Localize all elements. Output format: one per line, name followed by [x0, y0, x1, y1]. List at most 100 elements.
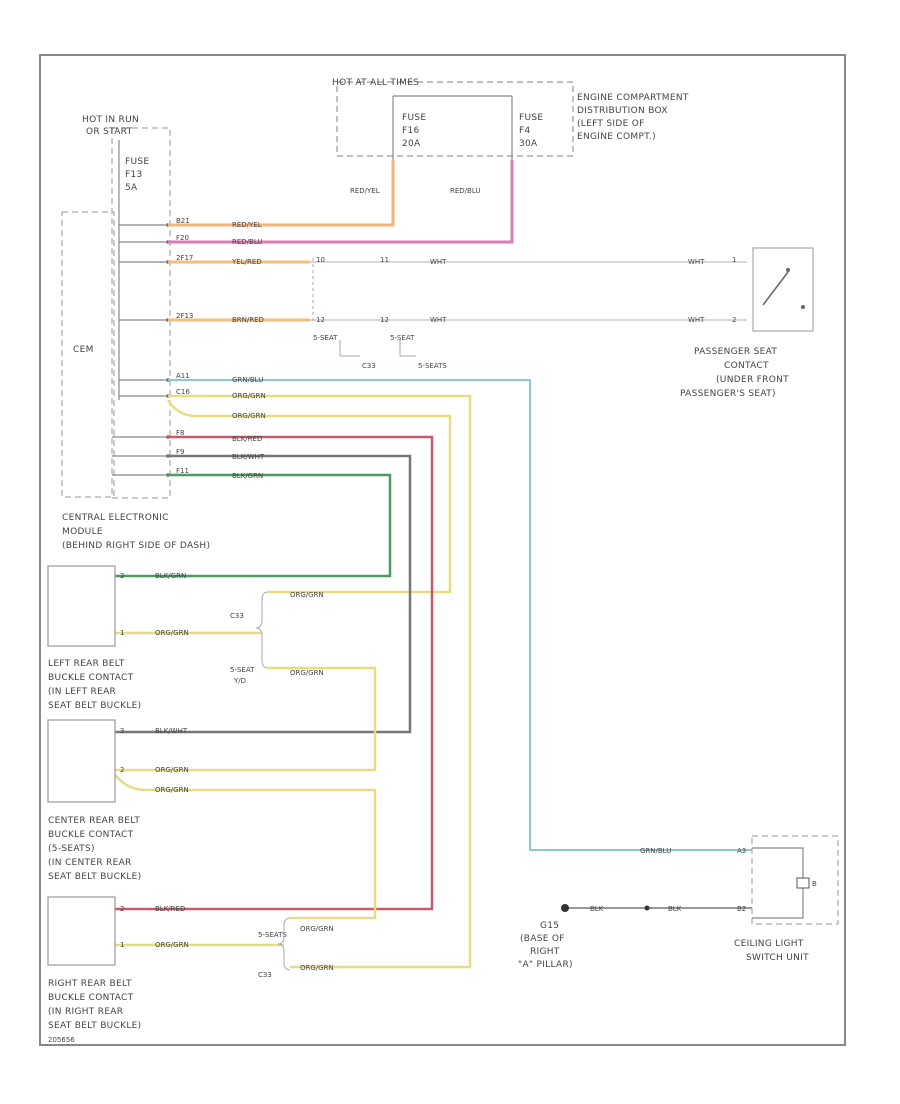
label-red-blu-cem: RED/BLU — [232, 238, 263, 246]
cem-pin-f20: F20 — [176, 234, 189, 242]
label-blk-red-rr: BLK/RED — [155, 905, 185, 913]
right-rear-belt-buckle: RIGHT REAR BELT BUCKLE CONTACT (IN RIGHT… — [47, 896, 141, 1031]
engine-distribution-box: HOT AT ALL TIMES FUSE F16 20A FUSE F4 30… — [332, 78, 689, 160]
splice-c33-b: C33 — [230, 612, 244, 620]
label-blk-wht-cr: BLK/WHT — [155, 727, 188, 735]
cem-pin-2f13: 2F13 — [176, 312, 193, 320]
cem-box-label: CEM — [73, 345, 94, 355]
splice-5seat-d2: Y/D — [233, 677, 246, 685]
center-rear-l4: (IN CENTER REAR — [48, 858, 132, 868]
ceiling-l2: SWITCH UNIT — [746, 953, 809, 963]
label-blk-g15a: BLK — [590, 905, 604, 913]
hot-at-all-times-label: HOT AT ALL TIMES — [332, 78, 419, 88]
splice-5seat-b: 5-SEAT — [390, 334, 415, 342]
left-rear-l2: BUCKLE CONTACT — [48, 673, 134, 683]
splice-c33-a: C33 — [362, 362, 376, 370]
label-org-grn-1: ORG/GRN — [232, 392, 266, 400]
label-blk-red: BLK/RED — [232, 435, 262, 443]
splice-5seats-c: 5-SEATS — [418, 362, 447, 370]
center-rear-l5: SEAT BELT BUCKLE) — [48, 872, 141, 882]
splice-c33-c: C33 — [258, 971, 272, 979]
label-org-grn-rr: ORG/GRN — [155, 941, 189, 949]
label-org-grn-rr3: ORG/GRN — [300, 964, 334, 972]
fuse-f16-l1: FUSE — [402, 113, 426, 123]
passenger-seat-l3: (UNDER FRONT — [716, 375, 789, 385]
label-grn-blu-cl: GRN/BLU — [640, 847, 671, 855]
splice-5seats-e: 5-SEATS — [258, 931, 287, 939]
left-rear-l4: SEAT BELT BUCKLE) — [48, 701, 141, 711]
wire-red-blu-fuse — [168, 160, 514, 244]
label-blk-wht: BLK/WHT — [232, 453, 265, 461]
conn-pin-12b: 12 — [380, 316, 389, 324]
engine-box-l3: (LEFT SIDE OF — [577, 119, 645, 129]
cem-pin-b21: B21 — [176, 217, 190, 225]
g15-l1: G15 — [540, 921, 559, 931]
label-org-grn-rr2: ORG/GRN — [300, 925, 334, 933]
rr-pin-1: 1 — [120, 941, 124, 949]
wire-fuse-hot — [119, 224, 168, 397]
engine-box-l1: ENGINE COMPARTMENT — [577, 93, 689, 103]
fuse-f16-l3: 20A — [402, 139, 421, 149]
label-org-grn-2: ORG/GRN — [232, 412, 266, 420]
fuse-f13-l3: 5A — [125, 183, 138, 193]
passenger-seat-l1: PASSENGER SEAT — [694, 347, 777, 357]
right-rear-l3: (IN RIGHT REAR — [48, 1007, 123, 1017]
conn-pin-10: 10 — [316, 256, 325, 264]
label-wht-1b: WHT — [688, 258, 705, 266]
fuse-f4-l3: 30A — [519, 139, 538, 149]
center-rear-belt-buckle: CENTER REAR BELT BUCKLE CONTACT (5-SEATS… — [47, 719, 141, 882]
conn-pin-2: 2 — [732, 316, 736, 324]
label-org-grn-5s: ORG/GRN — [290, 669, 324, 677]
fuse-f13-l2: F13 — [125, 170, 143, 180]
wire-blk-red — [115, 435, 434, 911]
fuse-f13-l1: FUSE — [125, 157, 149, 167]
cem-caption-l1: CENTRAL ELECTRONIC — [62, 513, 169, 523]
label-red-yel-fuse: RED/YEL — [350, 187, 380, 195]
label-blk-grn-lr: BLK/GRN — [155, 572, 186, 580]
left-rear-l1: LEFT REAR BELT — [48, 659, 125, 669]
conn-pin-11: 11 — [380, 256, 389, 264]
diagram-frame — [39, 54, 846, 1046]
fuse-f4-l1: FUSE — [519, 113, 543, 123]
ceiling-l1: CEILING LIGHT — [734, 939, 804, 949]
label-org-grn-cr1: ORG/GRN — [155, 766, 189, 774]
wire-blk-grn — [115, 473, 392, 578]
ceiling-light-switch-unit: B CEILING LIGHT SWITCH UNIT — [734, 835, 839, 963]
cem-caption-l2: MODULE — [62, 527, 103, 537]
label-blk-g15b: BLK — [668, 905, 682, 913]
fuse-f4-l2: F4 — [519, 126, 531, 136]
wire-cem-left — [112, 436, 168, 476]
splice-5seat-a: 5-SEAT — [313, 334, 338, 342]
label-wht-2a: WHT — [430, 316, 447, 324]
wire-org-grn-1 — [168, 394, 472, 969]
cem-pin-f9: F9 — [176, 448, 184, 456]
label-brn-red: BRN/RED — [232, 316, 264, 324]
splice-5seat-d: 5-SEAT — [230, 666, 255, 674]
label-red-yel-cem: RED/YEL — [232, 221, 262, 229]
label-wht-2b: WHT — [688, 316, 705, 324]
right-rear-l2: BUCKLE CONTACT — [48, 993, 134, 1003]
g15-l4: "A" PILLAR) — [518, 960, 573, 970]
wire-blk-wht — [115, 454, 412, 734]
ground-g15: G15 (BASE OF RIGHT "A" PILLAR) — [518, 904, 650, 970]
wire-grn-blu-ceiling — [168, 379, 752, 851]
passenger-seat-contact: PASSENGER SEAT CONTACT (UNDER FRONT PASS… — [680, 247, 814, 399]
left-rear-l3: (IN LEFT REAR — [48, 687, 116, 697]
lr-pin-2: 2 — [120, 572, 124, 580]
passenger-seat-l2: CONTACT — [724, 361, 769, 371]
label-org-grn-lr: ORG/GRN — [155, 629, 189, 637]
cr-pin-2: 2 — [120, 766, 124, 774]
wire-org-grn-2 — [166, 399, 452, 594]
hot-in-run-l2: OR START — [86, 127, 133, 137]
cem-pin-f11: F11 — [176, 467, 189, 475]
label-red-blu-fuse: RED/BLU — [450, 187, 481, 195]
wire-org-grn-5s — [115, 666, 377, 772]
fuse-f16-l2: F16 — [402, 126, 420, 136]
lr-pin-1: 1 — [120, 629, 124, 637]
passenger-seat-l4: PASSENGER'S SEAT) — [680, 389, 776, 399]
g15-l3: RIGHT — [530, 947, 560, 957]
wire-red-yel-fuse — [168, 160, 395, 227]
footer-code: 205656 — [48, 1036, 75, 1044]
